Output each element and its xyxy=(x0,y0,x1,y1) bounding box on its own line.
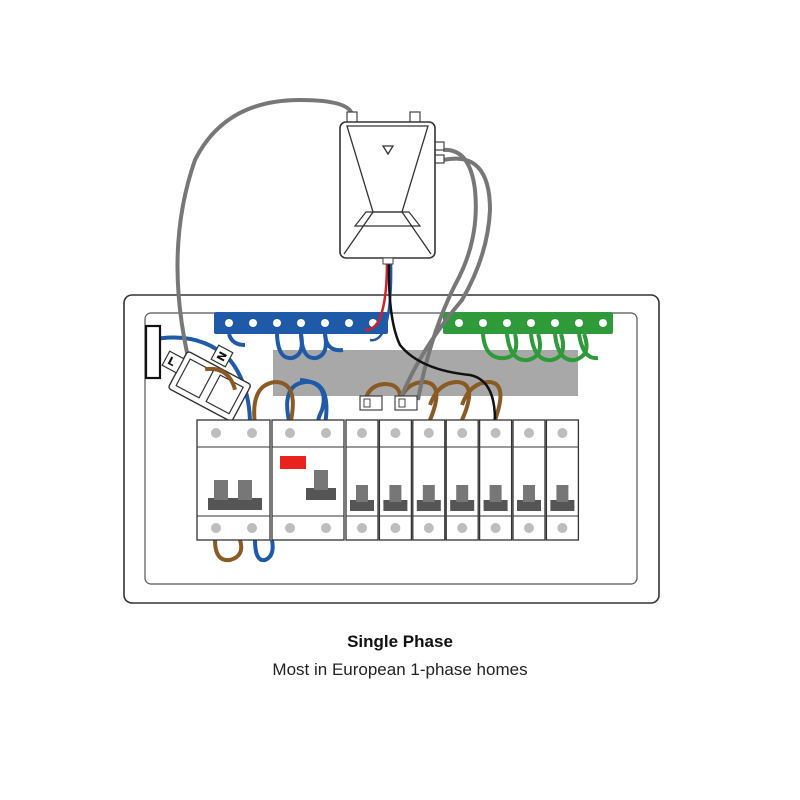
earth-wire-loops xyxy=(481,333,599,363)
mcb-breaker xyxy=(412,419,446,541)
main-switch xyxy=(196,419,271,541)
neutral-wire-loops xyxy=(275,333,344,361)
hub-red-wire xyxy=(364,261,389,332)
neutral-arc xyxy=(285,379,329,426)
caption-subtitle: Most in European 1-phase homes xyxy=(272,660,528,679)
hub-output-cable-1 xyxy=(416,147,478,401)
mcb-breaker xyxy=(478,419,513,541)
clamp-sensor-cable xyxy=(175,97,354,386)
caption-title: Single Phase xyxy=(347,632,453,651)
monitor-hub-icon xyxy=(339,111,445,265)
rcd-test-indicator xyxy=(280,456,306,469)
hub-output-cable-2 xyxy=(398,156,493,401)
hub-blue-wire xyxy=(369,261,393,342)
main-neutral-wire xyxy=(149,335,252,426)
mcb-breaker xyxy=(345,419,379,541)
rcd-switch xyxy=(271,419,345,541)
current-clamp-icon: L N xyxy=(144,324,251,422)
mcb-breaker xyxy=(545,419,580,541)
mcb-breaker xyxy=(512,419,546,541)
hub-black-wire xyxy=(387,261,497,421)
single-phase-wiring-diagram: L N xyxy=(123,97,660,604)
terminal-connectors xyxy=(359,395,418,411)
neutral-bottom-wire xyxy=(253,539,275,563)
mcb-breaker xyxy=(378,419,413,541)
mcb-breaker xyxy=(445,419,479,541)
mcb-row xyxy=(345,419,580,541)
din-rail-breaker-icon xyxy=(196,419,580,541)
earth-bus-bar xyxy=(443,312,613,334)
neutral-bus-bar xyxy=(214,312,388,334)
